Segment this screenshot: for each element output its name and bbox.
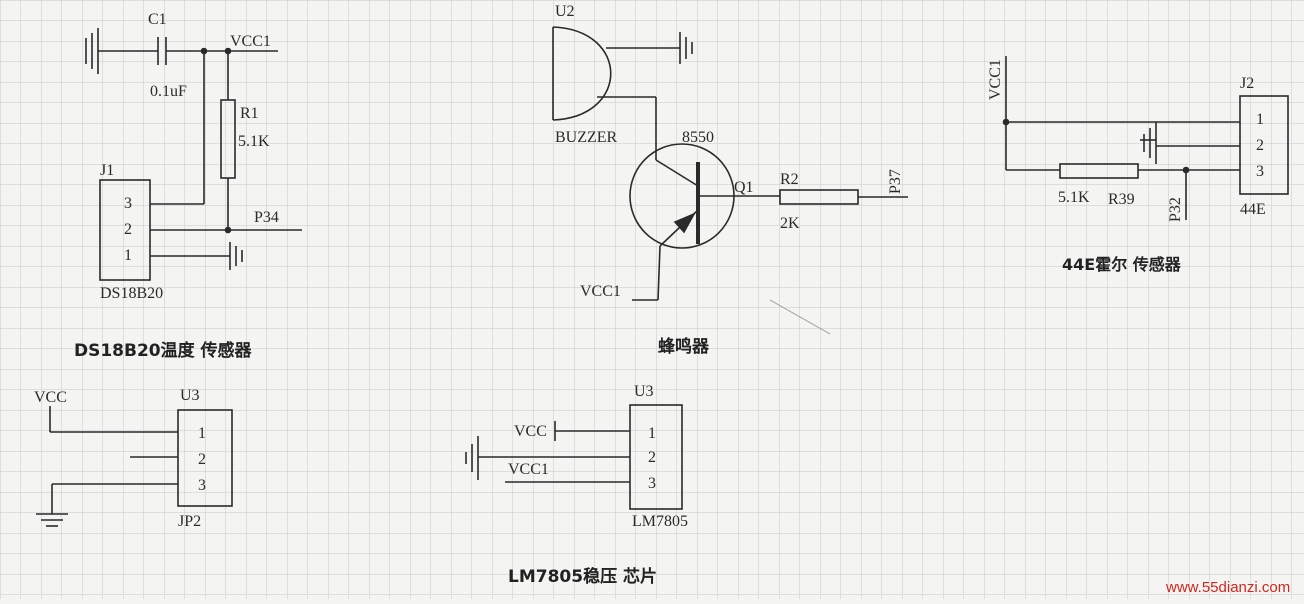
p37-net-label: P37 (887, 169, 904, 194)
j1-part-label: DS18B20 (100, 285, 163, 302)
hall-vcc1-label: VCC1 (987, 59, 1004, 100)
j2-pin: 1 (1256, 111, 1264, 128)
ground-symbol (36, 513, 68, 527)
p34-net-label: P34 (254, 209, 279, 226)
jp2-ref-label: U3 (180, 387, 200, 404)
r39-value: 5.1K (1058, 189, 1090, 206)
p32-net-label: P32 (1167, 197, 1184, 222)
lm7805-circuit (465, 404, 683, 510)
r1-label: R1 (240, 105, 259, 122)
c1-label: C1 (148, 11, 167, 28)
j1-label: J1 (100, 162, 114, 179)
lm7805-part-label: LM7805 (632, 513, 688, 530)
buzzer-label: BUZZER (555, 129, 618, 146)
lm7805-vcc1-label: VCC1 (508, 461, 549, 478)
connector-j1 (99, 179, 151, 281)
j1-pin: 1 (124, 247, 132, 264)
lm7805-ref-label: U3 (634, 383, 654, 400)
connector-jp2 (177, 409, 233, 507)
r2-label: R2 (780, 171, 799, 188)
buzzer-u2-symbol (552, 26, 612, 121)
jp2-vcc-label: VCC (34, 389, 67, 406)
j2-pin: 2 (1256, 137, 1264, 154)
ground-symbol (1140, 122, 1157, 164)
u2-label: U2 (555, 3, 575, 20)
lm7805-pin: 2 (648, 449, 656, 466)
r1-value: 5.1K (238, 133, 270, 150)
j2-pin: 3 (1256, 163, 1264, 180)
vcc1-label: VCC1 (230, 33, 271, 50)
resistor-r39 (1059, 163, 1139, 179)
j1-pin: 2 (124, 221, 132, 238)
c1-value: 0.1uF (150, 83, 187, 100)
ds18b20-caption: DS18B20温度 传感器 (74, 340, 253, 361)
hall-caption: 44E霍尔 传感器 (1062, 255, 1182, 274)
lm7805-pin: 3 (648, 475, 656, 492)
lm7805-caption: LM7805稳压 芯片 (508, 566, 657, 587)
ground-symbol (229, 242, 243, 270)
jp2-pin: 2 (198, 451, 206, 468)
hall-sensor-circuit (1002, 56, 1289, 220)
regulator-lm7805 (629, 404, 683, 510)
j1-pin: 3 (124, 195, 132, 212)
ground-symbol (679, 32, 693, 64)
j2-part-label: 44E (1240, 201, 1266, 218)
q1-part-label: 8550 (682, 129, 714, 146)
jp2-pin: 3 (198, 477, 206, 494)
jp2-circuit (36, 406, 233, 527)
lm7805-vcc-label: VCC (514, 423, 547, 440)
connector-j2 (1239, 95, 1289, 195)
buzzer-circuit (552, 26, 908, 301)
ground-symbol (465, 436, 479, 480)
buzzer-vcc1-label: VCC1 (580, 283, 621, 300)
r2-value: 2K (780, 215, 800, 232)
buzzer-caption: 蜂鸣器 (658, 336, 710, 357)
r39-label: R39 (1108, 191, 1135, 208)
jp2-part-label: JP2 (178, 513, 201, 530)
q1-label: Q1 (734, 179, 754, 196)
watermark: www.55dianzi.com (1165, 579, 1290, 596)
jp2-pin: 1 (198, 425, 206, 442)
ds18b20-circuit (85, 28, 302, 281)
j2-label: J2 (1240, 75, 1254, 92)
lm7805-pin: 1 (648, 425, 656, 442)
